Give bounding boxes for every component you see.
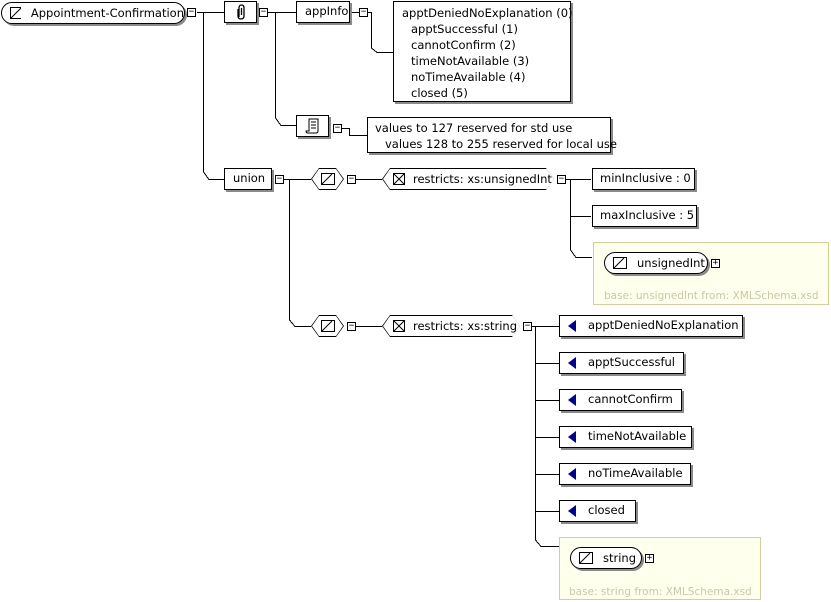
appinfo-line: timeNotAvailable (3) <box>411 54 530 68</box>
collapse-toggle-restriction-2[interactable]: − <box>523 321 532 331</box>
enumeration-item[interactable]: timeNotAvailable <box>559 426 692 448</box>
facet-label: maxInclusive : 5 <box>600 208 695 222</box>
facet-label: minInclusive : 0 <box>600 171 691 185</box>
enumeration-label: noTimeAvailable <box>588 466 683 480</box>
simple-type-icon <box>579 552 593 564</box>
annotation-paperclip-icon <box>236 4 245 20</box>
collapse-toggle-annotation[interactable]: − <box>259 7 268 17</box>
restriction-unsignedint[interactable]: restricts: xs:unsignedInt <box>382 168 554 190</box>
enumeration-label: cannotConfirm <box>588 392 673 406</box>
collapse-toggle-documentation[interactable]: − <box>333 123 342 133</box>
collapse-toggle-member-2[interactable]: − <box>347 321 356 331</box>
facet-max-inclusive[interactable]: maxInclusive : 5 <box>592 205 697 227</box>
enumeration-label: apptSuccessful <box>588 355 675 369</box>
enumeration-item[interactable]: apptSuccessful <box>559 352 684 374</box>
base-note: base: unsignedInt from: XMLSchema.xsd <box>604 290 819 302</box>
restriction-label: restricts: xs:string <box>413 319 518 333</box>
enumeration-label: apptDeniedNoExplanation <box>588 318 739 332</box>
documentation-line: values 128 to 255 reserved for local use <box>385 137 617 151</box>
annotation-node[interactable] <box>224 1 257 23</box>
base-type-name: string <box>603 551 637 565</box>
enumeration-arrow-icon <box>568 504 576 517</box>
simple-type-icon <box>321 173 335 185</box>
enumeration-item[interactable]: apptDeniedNoExplanation <box>559 315 743 337</box>
appinfo-node[interactable]: appInfo <box>296 1 350 23</box>
simple-type-icon <box>10 7 21 19</box>
expand-toggle-unsignedint[interactable]: + <box>711 258 720 268</box>
union-label: union <box>233 171 266 185</box>
member-type-1[interactable] <box>311 168 344 190</box>
enumeration-item[interactable]: noTimeAvailable <box>559 463 691 485</box>
collapse-toggle-root[interactable]: − <box>187 7 196 17</box>
restriction-icon <box>393 173 405 185</box>
restriction-string[interactable]: restricts: xs:string <box>382 315 520 337</box>
appinfo-line: closed (5) <box>411 86 468 100</box>
simple-type-icon <box>613 257 627 269</box>
collapse-toggle-member-1[interactable]: − <box>347 174 356 184</box>
appinfo-line: noTimeAvailable (4) <box>411 70 526 84</box>
enumeration-item[interactable]: cannotConfirm <box>559 389 682 411</box>
root-type-name: Appointment-Confirmation <box>30 6 184 20</box>
enumeration-arrow-icon <box>568 430 576 443</box>
enumeration-arrow-icon <box>568 319 576 332</box>
expand-toggle-string[interactable]: + <box>645 553 654 563</box>
facet-min-inclusive[interactable]: minInclusive : 0 <box>592 168 695 190</box>
restriction-label: restricts: xs:unsignedInt <box>413 172 552 186</box>
enumeration-label: timeNotAvailable <box>588 429 687 443</box>
restriction-icon <box>393 320 405 332</box>
enumeration-arrow-icon <box>568 356 576 369</box>
base-type-unsignedint[interactable]: unsignedInt <box>604 252 708 274</box>
documentation-node[interactable] <box>296 115 329 137</box>
collapse-toggle-appinfo[interactable]: − <box>359 7 368 17</box>
base-type-string[interactable]: string <box>570 547 642 569</box>
enumeration-label: closed <box>588 503 625 517</box>
enumeration-item[interactable]: closed <box>559 500 636 522</box>
simple-type-icon <box>321 320 335 332</box>
enumeration-arrow-icon <box>568 467 576 480</box>
base-note: base: string from: XMLSchema.xsd <box>569 586 752 598</box>
appinfo-content: apptDeniedNoExplanation (0) apptSuccessf… <box>393 1 573 102</box>
appinfo-line: apptDeniedNoExplanation (0) <box>402 6 573 20</box>
collapse-toggle-union[interactable]: − <box>275 174 284 184</box>
base-type-name: unsignedInt <box>637 256 705 270</box>
union-node[interactable]: union <box>224 168 272 190</box>
enumeration-arrow-icon <box>568 393 576 406</box>
collapse-toggle-restriction-1[interactable]: − <box>557 174 566 184</box>
appinfo-line: apptSuccessful (1) <box>411 22 518 36</box>
member-type-2[interactable] <box>311 315 344 337</box>
documentation-scroll-icon <box>304 118 318 134</box>
documentation-content: values to 127 reserved for std use value… <box>367 117 617 153</box>
appinfo-line: cannotConfirm (2) <box>411 38 516 52</box>
root-simple-type[interactable]: Appointment-Confirmation <box>1 2 185 24</box>
documentation-line: values to 127 reserved for std use <box>375 121 573 135</box>
appinfo-label: appInfo <box>305 4 349 18</box>
